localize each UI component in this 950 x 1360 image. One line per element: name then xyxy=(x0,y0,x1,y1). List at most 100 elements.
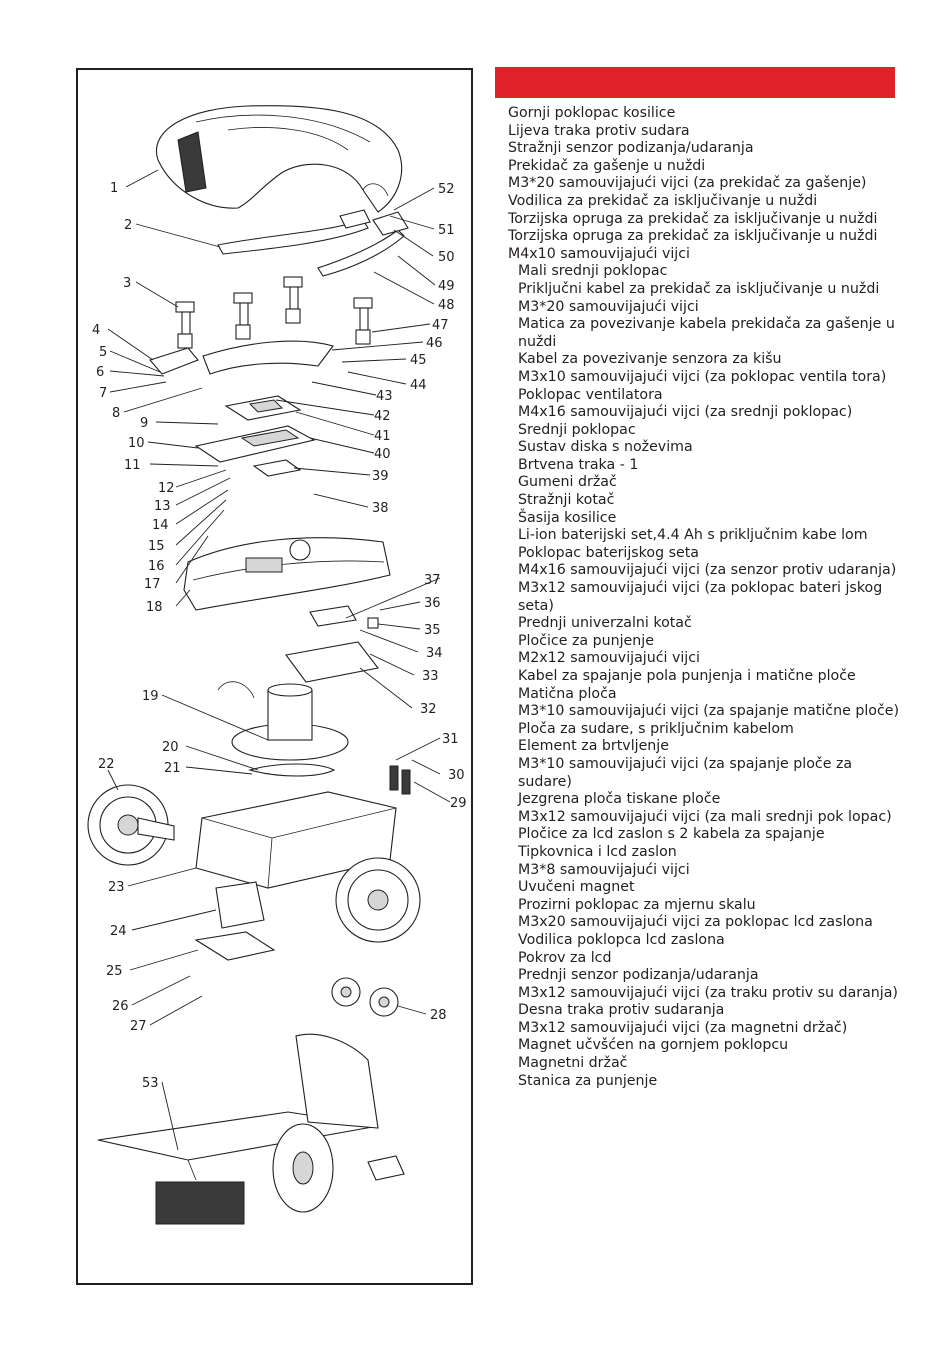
pcb-drawing xyxy=(252,459,302,477)
blade-disc-drawing xyxy=(217,681,349,761)
battery-drawing xyxy=(194,881,276,961)
callout-18: 18 xyxy=(146,600,163,615)
part-list-item: M3x10 samouvijajući vijci (za poklopac v… xyxy=(518,368,887,385)
part-list-item: M3*20 samouvijajući vijci xyxy=(518,298,699,315)
callout-29: 29 xyxy=(450,796,467,811)
callout-37: 37 xyxy=(424,573,441,588)
part-list-item: Ploča za sudare, s priključnim kabelom xyxy=(518,720,794,737)
part-list-item: M4x10 samouvijajući vijci xyxy=(508,245,690,262)
part-list-item: M4x16 samouvijajući vijci (za senzor pro… xyxy=(518,562,897,579)
callout-33: 33 xyxy=(422,669,439,684)
part-list-item: Torzijska opruga za prekidač za isključi… xyxy=(508,210,878,227)
part-list-item: Desna traka protiv sudaranja xyxy=(518,1002,725,1019)
callout-50: 50 xyxy=(438,250,455,265)
part-list-item: M3x12 samouvijajući vijci (za traku prot… xyxy=(518,984,898,1001)
callout-12: 12 xyxy=(158,481,175,496)
callout-6: 6 xyxy=(96,365,104,380)
callout-32: 32 xyxy=(420,702,437,717)
part-list-item: Prednji senzor podizanja/udaranja xyxy=(518,967,759,984)
part-list-item: M2x12 samouvijajući vijci xyxy=(518,650,700,667)
charging-plates-drawing xyxy=(389,765,411,795)
part-list-item: Vodilica poklopca lcd zaslona xyxy=(518,931,725,948)
callout-8: 8 xyxy=(112,406,120,421)
part-list-item: Stražnji senzor podizanja/udaranja xyxy=(508,140,754,157)
callout-10: 10 xyxy=(128,436,145,451)
part-list-item: Poklopac ventilatora xyxy=(518,386,663,403)
lcd-keyboard-drawing xyxy=(194,395,316,463)
callout-21: 21 xyxy=(164,761,181,776)
motherboard-drawing xyxy=(285,605,379,683)
callout-22: 22 xyxy=(98,757,115,772)
part-list-item: Element za brtvljenje xyxy=(518,738,669,755)
part-list-item: Prekidač za gašenje u nuždi xyxy=(508,157,706,174)
rear-wheel-right-drawing xyxy=(335,857,421,943)
part-list-item: Mali srednji poklopac xyxy=(518,263,668,280)
callout-16: 16 xyxy=(148,559,165,574)
callout-3: 3 xyxy=(123,276,131,291)
part-list-item: Brtvena traka - 1 xyxy=(518,456,639,473)
mid-cover-drawing xyxy=(183,537,391,611)
callout-5: 5 xyxy=(99,345,107,360)
callout-numbers: 1 2 3 4 5 6 7 8 9 10 11 12 13 14 15 16 1… xyxy=(92,181,467,1091)
callout-2: 2 xyxy=(124,218,132,233)
callout-13: 13 xyxy=(154,499,171,514)
exploded-view-diagram: 1 2 3 4 5 6 7 8 9 10 11 12 13 14 15 16 1… xyxy=(87,105,467,1225)
callout-26: 26 xyxy=(112,999,129,1014)
part-list-item: Pokrov za lcd xyxy=(518,949,612,966)
part-list-item: Pločice za lcd zaslon s 2 kabela za spaj… xyxy=(518,826,825,843)
part-list-item: Tipkovnica i lcd zaslon xyxy=(518,843,677,860)
part-list-item: M4x16 samouvijajući vijci (za srednji po… xyxy=(518,404,853,421)
callout-51: 51 xyxy=(438,223,455,238)
callout-15: 15 xyxy=(148,539,165,554)
part-list-item: Stražnji kotač xyxy=(518,492,615,509)
callout-49: 49 xyxy=(438,279,455,294)
rear-wheel-left-drawing xyxy=(87,784,175,866)
callout-31: 31 xyxy=(442,732,459,747)
top-cover-drawing xyxy=(155,105,403,213)
callout-11: 11 xyxy=(124,458,141,473)
callout-23: 23 xyxy=(108,880,125,895)
part-list-item: Magnet učvšćen na gornjem poklopcu xyxy=(518,1037,789,1054)
part-list-item: Srednji poklopac xyxy=(518,421,636,438)
part-list-item: Uvučeni magnet xyxy=(518,879,635,896)
part-list-item: M3x12 samouvijajući vijci (za mali sredn… xyxy=(518,808,892,825)
callout-53: 53 xyxy=(142,1076,159,1091)
callout-19: 19 xyxy=(142,689,159,704)
callout-24: 24 xyxy=(110,924,127,939)
part-list-item: Torzijska opruga za prekidač za isključi… xyxy=(508,228,878,245)
lift-sensors-drawing xyxy=(175,276,373,349)
callout-4: 4 xyxy=(92,323,100,338)
part-list-item: Gornji poklopac kosilice xyxy=(508,105,676,121)
part-list-item: Gumeni držač xyxy=(518,474,617,491)
part-list-item: Matična ploča xyxy=(518,685,617,702)
seal-drawing xyxy=(247,763,336,777)
callout-20: 20 xyxy=(162,740,179,755)
callout-45: 45 xyxy=(410,353,427,368)
callout-44: 44 xyxy=(410,378,427,393)
callout-17: 17 xyxy=(144,577,161,592)
part-list-item: M3x12 samouvijajući vijci (za magnetni d… xyxy=(518,1019,848,1036)
callout-30: 30 xyxy=(448,768,465,783)
header-bar xyxy=(495,67,895,98)
callout-25: 25 xyxy=(106,964,123,979)
part-list-item: Poklopac baterijskog seta xyxy=(518,544,699,561)
callout-47: 47 xyxy=(432,318,449,333)
part-list-item: Kabel za spajanje pola punjenja i matičn… xyxy=(518,668,856,684)
callout-39: 39 xyxy=(372,469,389,484)
part-list-item: Matica za povezivanje kabela prekidača z… xyxy=(518,316,895,350)
callout-27: 27 xyxy=(130,1019,147,1034)
part-list-item: Šasija kosilice xyxy=(518,509,617,526)
callout-34: 34 xyxy=(426,646,443,661)
callout-1: 1 xyxy=(110,181,118,196)
part-list-item: M3*20 samouvijajući vijci (za prekidač z… xyxy=(508,175,867,192)
part-list-item: M3x12 samouvijajući vijci (za poklopac b… xyxy=(518,580,883,614)
part-list-item: Prednji univerzalni kotač xyxy=(518,615,692,632)
callout-9: 9 xyxy=(140,416,148,431)
part-list-item: Vodilica za prekidač za isključivanje u … xyxy=(508,192,818,209)
callout-14: 14 xyxy=(152,518,169,533)
part-list-item: M3*10 samouvijajući vijci (za spajanje p… xyxy=(518,755,853,790)
bumper-strips-drawing xyxy=(217,209,409,277)
part-list-item: M3*8 samouvijajući vijci xyxy=(518,861,690,878)
part-list-item: Lijeva traka protiv sudara xyxy=(508,122,690,139)
